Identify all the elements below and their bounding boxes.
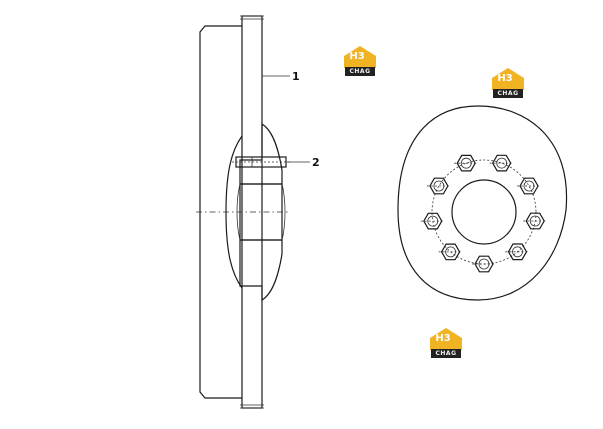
- hex-bolt-icon: [525, 212, 545, 230]
- watermark-mark: H3: [349, 51, 365, 62]
- watermark-logo: H3 CHAG: [428, 326, 464, 360]
- hex-bolt-icon: [519, 177, 539, 195]
- hex-bolt-icon: [456, 154, 476, 172]
- hex-bolt-icon: [474, 255, 494, 273]
- side-view: 1 2: [196, 15, 320, 409]
- bore-curve-right: [281, 183, 286, 241]
- watermark-logo: H3 CHAG: [342, 44, 378, 78]
- watermark-band: CHAG: [493, 89, 523, 98]
- front-view: [397, 105, 568, 301]
- hex-bolt-icon: [429, 177, 449, 195]
- watermark-band: CHAG: [431, 349, 461, 358]
- watermark-logo: H3 CHAG: [490, 66, 526, 100]
- disc-outline: [397, 105, 568, 301]
- hub-section-upper: [239, 122, 283, 185]
- hex-bolt-icon: [507, 243, 528, 261]
- watermark-mark: H3: [497, 73, 513, 84]
- bolt-group: [420, 154, 548, 273]
- watermark-band: CHAG: [345, 67, 375, 76]
- callout-2: 2: [312, 156, 320, 169]
- hex-bolt-icon: [492, 154, 512, 172]
- hex-bolt-icon: [423, 212, 443, 230]
- center-bore: [451, 179, 517, 245]
- callout-1: 1: [292, 70, 300, 83]
- hub-section-lower: [239, 239, 283, 302]
- hex-bolt-icon: [440, 243, 461, 261]
- watermark-mark: H3: [435, 333, 451, 344]
